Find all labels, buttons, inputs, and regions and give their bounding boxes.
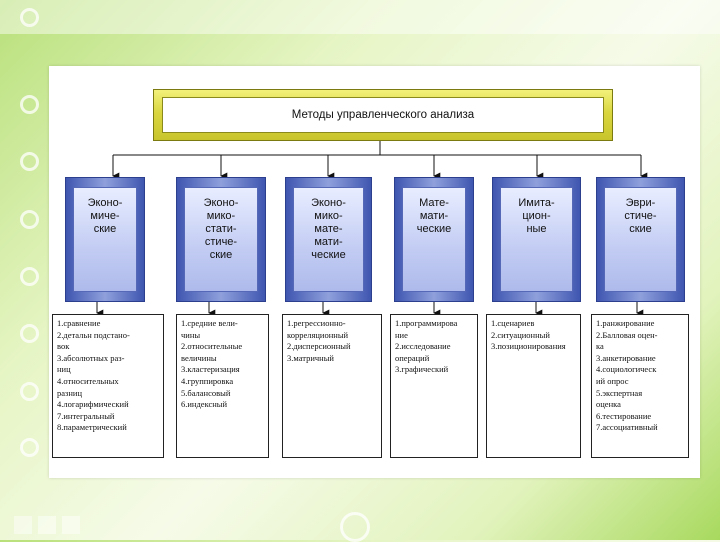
method-list-text: 1.регрессионно- корреляционный 2.дисперс… [287,318,351,363]
decorative-square [38,516,56,534]
method-list-mathematical: 1.программирова ние 2.исследование опера… [390,314,478,458]
category-label: Эконо- мико- стати- стиче- ские [203,197,239,261]
connector-lines [96,141,648,317]
method-list-econ-statistical: 1.средние вели- чины 2.относительные вел… [176,314,269,458]
category-box-econ-mathematical: Эконо- мико- мате- мати- ческие [285,177,372,302]
method-list-text: 1.программирова ние 2.исследование опера… [395,318,458,375]
category-box-simulation: Имита- цион- ные [492,177,581,302]
method-list-economic: 1.сравнение 2.детальн подстано- вок 3.аб… [52,314,164,458]
category-box-heuristic: Эври- стиче- ские [596,177,685,302]
method-list-text: 1.ранжирование 2.Балловая оцен- ка 3.анк… [596,318,658,433]
category-box-economic: Эконо- миче- ские [65,177,145,302]
decorative-circle [20,438,39,457]
decorative-circle [20,324,39,343]
method-list-text: 1.сценариев 2.ситуационный 3.позициониро… [491,318,566,352]
decorative-circle [20,210,39,229]
method-list-simulation: 1.сценариев 2.ситуационный 3.позициониро… [486,314,581,458]
decorative-circle [20,267,39,286]
category-label: Эконо- мико- мате- мати- ческие [311,197,346,261]
category-label: Эконо- миче- ские [87,197,123,235]
method-list-econ-mathematical: 1.регрессионно- корреляционный 2.дисперс… [282,314,382,458]
decorative-circle [340,512,370,542]
decorative-circle [20,95,39,114]
decorative-circle [20,152,39,171]
decorative-stripe [0,0,720,34]
diagram-panel: Методы управленческого анализа Эконо- ми… [49,66,700,478]
method-list-heuristic: 1.ранжирование 2.Балловая оцен- ка 3.анк… [591,314,689,458]
category-box-econ-statistical: Эконо- мико- стати- стиче- ские [176,177,266,302]
category-label: Имита- цион- ные [518,197,555,235]
decorative-circle [20,382,39,401]
category-box-mathematical: Мате- мати- ческие [394,177,474,302]
category-label: Эври- стиче- ские [624,197,657,235]
category-label: Мате- мати- ческие [416,197,452,235]
method-list-text: 1.сравнение 2.детальн подстано- вок 3.аб… [57,318,130,433]
diagram-title: Методы управленческого анализа [162,97,604,133]
decorative-circle [20,8,39,27]
title-box: Методы управленческого анализа [153,89,613,141]
method-list-text: 1.средние вели- чины 2.относительные вел… [181,318,243,410]
decorative-square [14,516,32,534]
decorative-square [62,516,80,534]
